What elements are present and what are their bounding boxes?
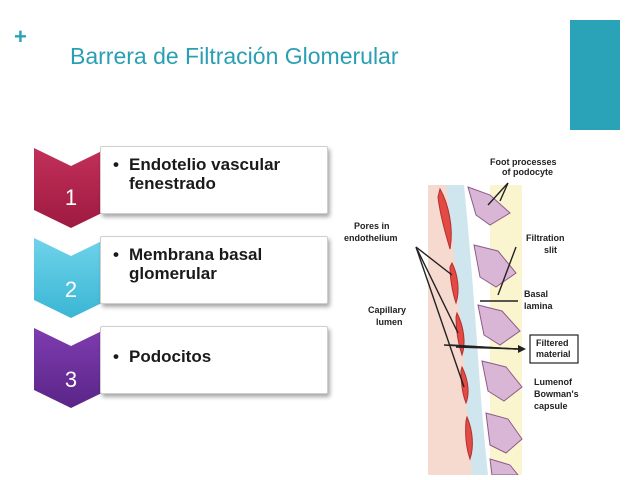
step-2-line-2: glomerular xyxy=(129,264,217,283)
step-2-line-1: Membrana basal xyxy=(129,245,263,264)
step-3-line-1: Podocitos xyxy=(129,347,212,366)
basal-lamina-band xyxy=(446,185,488,475)
label-basal-1: Basal xyxy=(524,289,548,299)
filtration-barrier-diagram: Foot processes of podocyte Pores in endo… xyxy=(340,155,630,476)
endothelium-cells xyxy=(437,187,473,461)
step-2-number: 2 xyxy=(64,277,78,302)
filtered-arrow-head xyxy=(518,345,526,353)
label-capillary-2: lumen xyxy=(376,317,403,327)
plus-icon: + xyxy=(14,24,27,49)
label-pores-2: endothelium xyxy=(344,233,398,243)
label-foot-2: of podocyte xyxy=(502,167,553,177)
label-bowman-2: Bowman's xyxy=(534,389,579,399)
step-1-line-1: Endotelio vascular xyxy=(129,155,281,174)
label-basal-2: lamina xyxy=(524,301,554,311)
step-3-number: 3 xyxy=(64,367,78,392)
label-foot-1: Foot processes xyxy=(490,157,557,167)
step-3-card: • Podocitos xyxy=(100,326,328,394)
step-1-line-2: fenestrado xyxy=(129,174,216,193)
step-1-card: • Endotelio vascular fenestrado xyxy=(100,146,328,214)
step-3-chevron: 3 xyxy=(34,328,108,408)
label-filtration-2: slit xyxy=(544,245,557,255)
label-filtration-1: Filtration xyxy=(526,233,565,243)
label-bowman-3: capsule xyxy=(534,401,568,411)
step-2-chevron: 2 xyxy=(34,238,108,318)
step-1-chevron: 1 xyxy=(34,148,108,228)
step-1-bullet: • xyxy=(113,155,119,174)
label-pores-1: Pores in xyxy=(354,221,390,231)
filtered-material-box xyxy=(529,334,579,364)
label-filtered-1: Filtered xyxy=(536,338,569,348)
label-filtered-2: material xyxy=(536,349,571,359)
pointer-lines xyxy=(415,182,519,388)
step-3-bullet: • xyxy=(113,347,119,366)
podocyte-foot-processes xyxy=(467,186,523,476)
step-2-card: • Membrana basal glomerular xyxy=(100,236,328,304)
slide-title: Barrera de Filtración Glomerular xyxy=(70,43,399,69)
accent-bar xyxy=(570,20,620,130)
label-bowman-1: Lumenof xyxy=(534,377,573,387)
step-1-number: 1 xyxy=(64,185,78,210)
filtered-arrow-line xyxy=(455,346,519,350)
label-capillary-1: Capillary xyxy=(368,305,406,315)
step-2-bullet: • xyxy=(113,245,119,264)
